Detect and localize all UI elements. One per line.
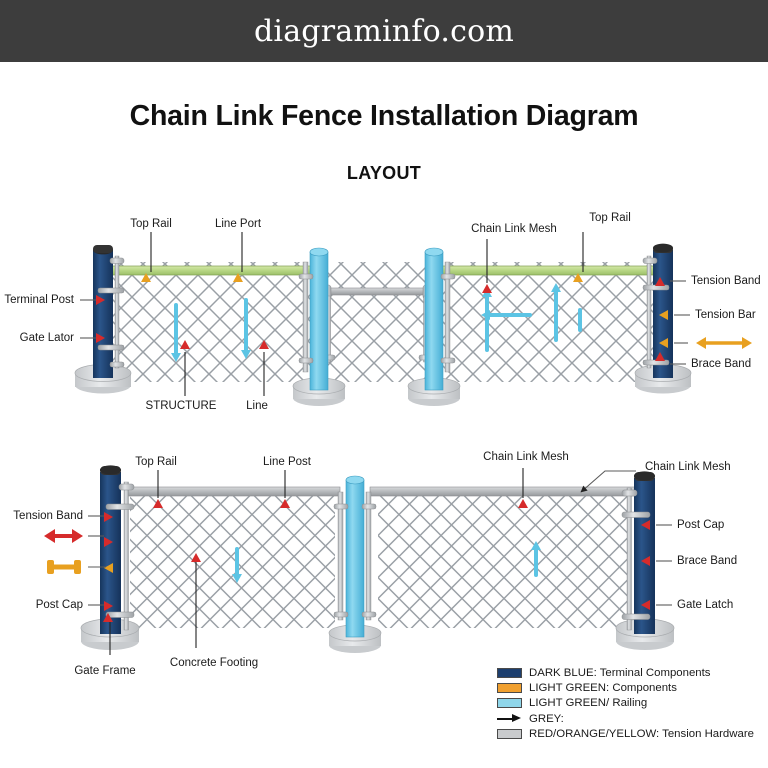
red-double-arrow-bottom — [44, 529, 83, 543]
markers-top — [96, 273, 668, 361]
line-post-top-mid-left — [292, 247, 346, 406]
callout-top-rail-bottom: Top Rail — [135, 456, 177, 468]
flow-arrow-heads-bottom — [232, 541, 541, 583]
callout-chain-link-mesh-bottom-2: Chain Link Mesh — [645, 461, 731, 473]
page-title: Chain Link Fence Installation Diagram — [129, 100, 639, 132]
legend-label-dark-blue: DARK BLUE: Terminal Components — [529, 667, 711, 680]
callout-brace-band-bottom: Brace Band — [677, 555, 737, 567]
chain-link-mesh-panel-top-left — [105, 262, 310, 382]
chain-link-mesh-panel-bottom-left — [130, 494, 335, 628]
legend-swatch-grey — [497, 728, 522, 739]
top-rail-green-right — [429, 265, 659, 276]
site-header-bar: diagraminfo.com — [0, 0, 768, 62]
callout-line-post-bottom: Line Post — [263, 456, 312, 468]
flow-arrows-bottom — [235, 547, 538, 577]
markers-bottom — [103, 499, 650, 622]
callout-chain-link-mesh-top: Chain Link Mesh — [471, 223, 557, 235]
terminal-post-bottom-left — [80, 465, 140, 650]
post-cap-bottom-right — [634, 471, 655, 481]
callout-gate-lator: Gate Lator — [20, 332, 75, 344]
top-rail-grey-right — [369, 486, 636, 497]
legend-label-tension-hardware: RED/ORANGE/YELLOW: Tension Hardware — [529, 727, 754, 740]
line-post-bottom-middle — [328, 475, 382, 653]
terminal-post-top-left — [74, 245, 132, 394]
post-cap-bottom-left — [100, 465, 121, 475]
line-post-top-mid-right — [407, 247, 461, 406]
orange-dumbbell-bottom — [47, 560, 81, 574]
callout-tension-band-bottom: Tension Band — [13, 510, 83, 522]
top-rail-green-left — [103, 265, 317, 276]
legend-swatch-dark-blue — [497, 668, 522, 679]
bottom-fence-diagram: Top Rail Line Post Chain Link Mesh Chain… — [13, 451, 737, 677]
callout-concrete-footing: Concrete Footing — [170, 657, 258, 669]
legend-item-orange: LIGHT GREEN: Components — [497, 681, 759, 696]
callout-post-cap-bottom-right: Post Cap — [677, 519, 724, 531]
callout-tension-band-top: Tension Band — [691, 275, 761, 287]
orange-double-arrow-top — [696, 337, 752, 349]
terminal-post-bottom-right — [615, 471, 675, 650]
top-diagram-callouts-right: Tension Band Tension Bar Brace Band — [670, 275, 761, 370]
callout-terminal-post: Terminal Post — [4, 294, 74, 306]
callout-gate-latch-bottom: Gate Latch — [677, 599, 733, 611]
callout-gate-frame: Gate Frame — [74, 665, 135, 677]
bottom-diagram-callouts-left: Tension Band Post Cap — [13, 510, 106, 611]
legend-item-light-cyan: LIGHT GREEN/ Railing — [497, 696, 759, 711]
bottom-diagram-callouts-right: Post Cap Brace Band Gate Latch — [656, 519, 737, 611]
legend-label-light-cyan: LIGHT GREEN/ Railing — [529, 697, 648, 710]
chain-link-mesh-panel-top-right — [440, 262, 655, 382]
legend-swatch-orange — [497, 683, 522, 694]
flow-arrow-heads-top — [171, 283, 561, 362]
legend-item-arrow: GREY: — [497, 711, 759, 726]
chain-link-mesh-panel-bottom-right — [378, 494, 628, 628]
legend-item-grey: RED/ORANGE/YELLOW: Tension Hardware — [497, 726, 759, 741]
callout-line-port: Line Port — [215, 218, 262, 230]
arrow-icon — [497, 714, 522, 724]
site-title: diagraminfo.com — [254, 13, 514, 49]
color-legend: DARK BLUE: Terminal Components LIGHT GRE… — [497, 666, 759, 741]
legend-swatch-light-cyan — [497, 698, 522, 709]
chain-link-mesh-panel-top-gate — [318, 262, 428, 382]
callout-chain-link-mesh-bottom-1: Chain Link Mesh — [483, 451, 569, 463]
callout-top-rail-2: Top Rail — [589, 212, 631, 224]
legend-item-dark-blue: DARK BLUE: Terminal Components — [497, 666, 759, 681]
callout-structure: STRUCTURE — [146, 400, 217, 412]
top-fence-diagram: Top Rail Line Port Chain Link Mesh Top R… — [4, 212, 760, 412]
callout-line: Line — [246, 400, 268, 412]
top-diagram-callouts-below: STRUCTURE Line — [146, 352, 268, 412]
bottom-diagram-callouts-below: Gate Frame Concrete Footing — [74, 562, 258, 677]
legend-label-grey: GREY: — [529, 712, 564, 725]
callout-post-cap-bottom-left: Post Cap — [36, 599, 83, 611]
page-subtitle: LAYOUT — [346, 163, 422, 183]
callout-brace-band-top: Brace Band — [691, 358, 751, 370]
post-cap-top-right — [653, 243, 673, 253]
bottom-diagram-callouts-above: Top Rail Line Post Chain Link Mesh Chain… — [135, 451, 731, 498]
callout-tension-bar-top: Tension Bar — [695, 309, 756, 321]
top-diagram-callouts-left: Terminal Post Gate Lator — [4, 294, 96, 344]
callout-top-rail-1: Top Rail — [130, 218, 172, 230]
flow-arrows-top — [174, 288, 582, 357]
top-diagram-callouts-above: Top Rail Line Port Chain Link Mesh Top R… — [130, 212, 631, 283]
legend-label-orange: LIGHT GREEN: Components — [529, 682, 677, 695]
